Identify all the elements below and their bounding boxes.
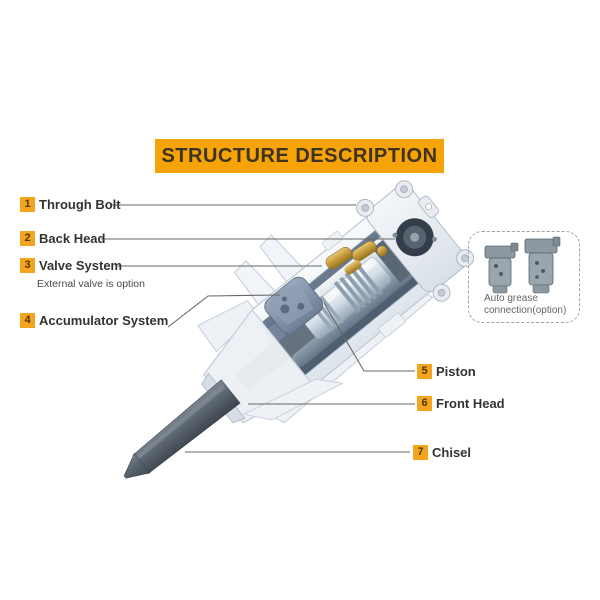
part-label-valve-system: 3 Valve System [20,258,122,273]
housing-tab [378,312,406,338]
valve-option-note: External valve is option [37,278,145,290]
part-number-badge: 5 [417,364,432,379]
part-label-front-head: 6 Front Head [417,396,505,411]
chisel [123,379,241,479]
part-number-badge: 4 [20,313,35,328]
auto-grease-note-line1: Auto grease [484,293,538,304]
through-bolts [356,180,475,302]
leader-accumulator [167,294,281,328]
part-label-through-bolt: 1 Through Bolt [20,197,121,212]
part-number-badge: 1 [20,197,35,212]
page-title: STRUCTURE DESCRIPTION [155,139,444,173]
grease-connector-small-icon [484,242,519,294]
part-label-text: Piston [436,364,476,379]
accumulator [264,276,324,344]
grease-connector-icons [484,236,561,294]
valve-system [325,241,388,275]
part-label-text: Valve System [39,258,123,273]
back-head [366,184,467,293]
part-label-text: Through Bolt [39,197,121,212]
part-number-badge: 2 [20,231,35,246]
auto-grease-box: Auto grease connection(option) [468,231,580,323]
part-label-accumulator: 4 Accumulator System [20,313,168,328]
part-label-back-head: 2 Back Head [20,231,105,246]
housing-tab [322,230,344,251]
grease-connector-large-icon [524,236,561,294]
part-label-text: Front Head [436,396,505,411]
part-label-piston: 5 Piston [417,364,476,379]
auto-grease-note: Auto grease connection(option) [484,293,566,316]
part-label-text: Accumulator System [39,313,169,328]
part-label-text: Back Head [39,231,106,246]
part-label-chisel: 7 Chisel [413,445,471,460]
part-number-badge: 3 [20,258,35,273]
auto-grease-note-line2: connection(option) [484,304,567,316]
part-number-badge: 6 [417,396,432,411]
leader-piston [323,302,415,372]
part-number-badge: 7 [413,445,428,460]
leader-lines [101,204,415,453]
part-label-text: Chisel [432,445,472,460]
